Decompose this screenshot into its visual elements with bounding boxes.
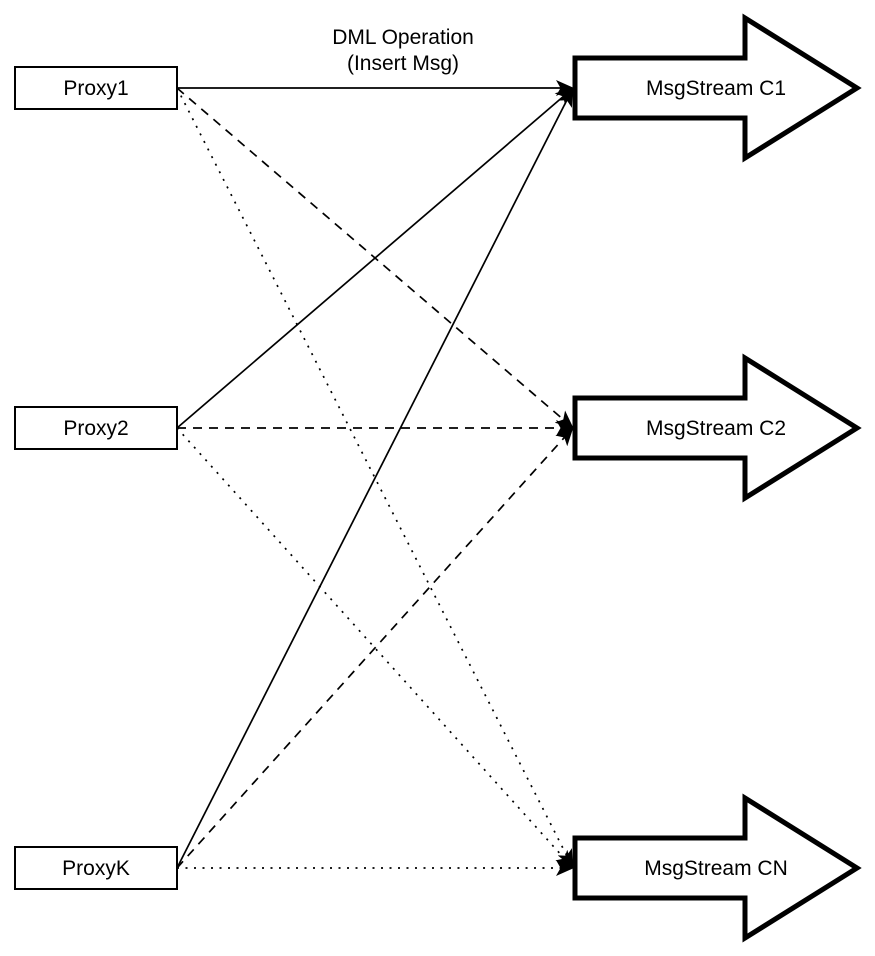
annotation-dml-operation-line1: DML Operation [332, 26, 474, 49]
proxyk-label: ProxyK [62, 857, 130, 880]
msgstream-c2-label: MsgStream C2 [646, 417, 786, 440]
proxy2-box [14, 406, 178, 450]
proxyk-box [14, 846, 178, 890]
node-proxy1: Proxy1 [14, 66, 178, 110]
msgstream-cn-arrow-shape [572, 793, 862, 943]
proxy2-label: Proxy2 [63, 417, 128, 440]
msgstream-cn-label: MsgStream CN [644, 857, 788, 880]
edge-proxy1-to-c2 [176, 87, 574, 429]
proxy1-box [14, 66, 178, 110]
node-proxyk: ProxyK [14, 846, 178, 890]
annotation-dml-operation-line2: (Insert Msg) [347, 52, 459, 75]
edge-proxyk-to-c1 [176, 88, 573, 869]
edge-proxy1-to-cn [176, 87, 573, 868]
node-msgstream-cn: MsgStream CN [572, 793, 862, 943]
node-msgstream-c1: MsgStream C1 [572, 13, 862, 163]
node-msgstream-c2: MsgStream C2 [572, 353, 862, 503]
msgstream-c2-arrow-shape [572, 353, 862, 503]
node-proxy2: Proxy2 [14, 406, 178, 450]
msgstream-c1-label: MsgStream C1 [646, 77, 786, 100]
edge-proxyk-to-c2 [176, 427, 574, 869]
msgstream-c1-arrow-shape [572, 13, 862, 163]
proxy1-label: Proxy1 [63, 77, 128, 100]
